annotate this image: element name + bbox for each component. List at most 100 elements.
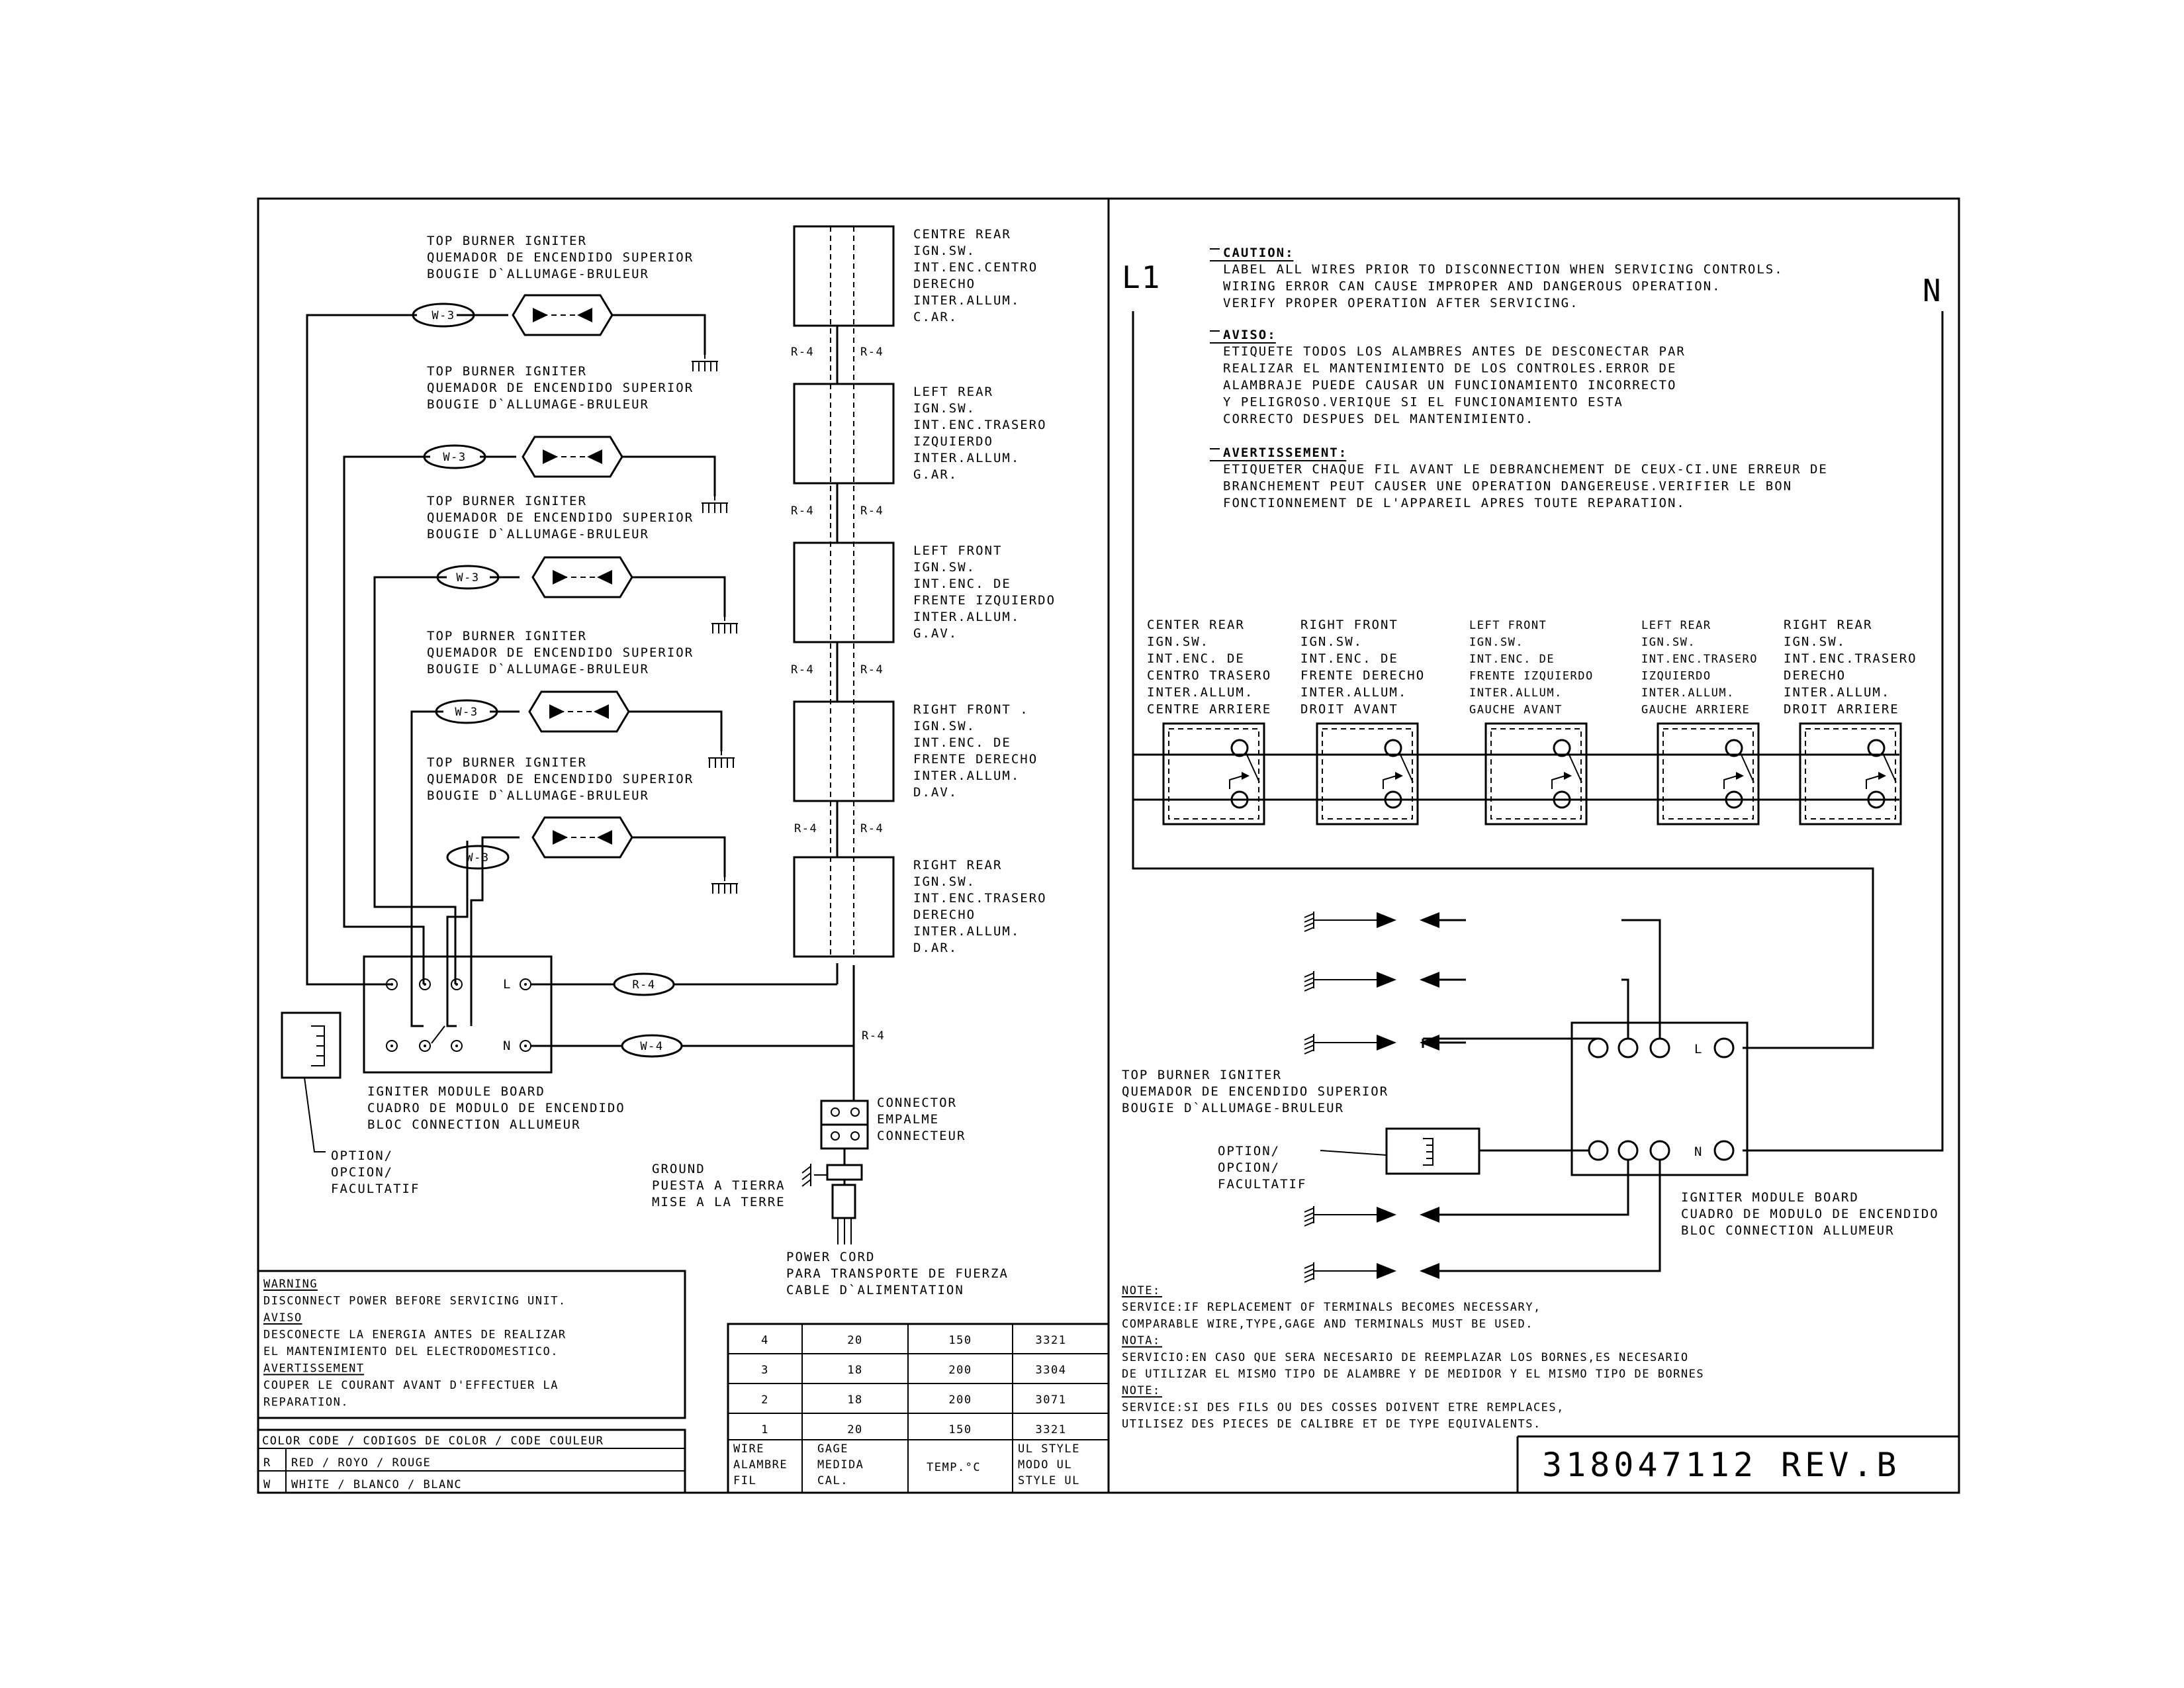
burner-label: TOP BURNER IGNITER xyxy=(427,755,587,770)
wire-table-header: GAGE xyxy=(817,1442,848,1456)
igniter-icon xyxy=(522,436,623,478)
right-switch-5: RIGHT REARIGN.SW.INT.ENC.TRASERODERECHOI… xyxy=(1784,618,1916,825)
right-igniter-label-line: TOP BURNER IGNITER xyxy=(1122,1068,1282,1082)
wire-table-cell: 200 xyxy=(948,1364,972,1377)
switch-label: D.AR. xyxy=(913,941,958,955)
right-switch-label: INTER.ALLUM. xyxy=(1469,686,1563,700)
wire-table-header: MEDIDA xyxy=(817,1458,864,1472)
right-switch-label: INT.ENC.TRASERO xyxy=(1641,653,1758,666)
wire-table-cell: 3304 xyxy=(1036,1364,1067,1377)
warning-line: REPARATION. xyxy=(263,1396,349,1409)
burner-label: BOUGIE D`ALLUMAGE-BRULEUR xyxy=(427,397,649,412)
warning-line: DESCONECTE LA ENERGIA ANTES DE REALIZAR xyxy=(263,1329,567,1342)
switch-label: INTER.ALLUM. xyxy=(913,451,1020,465)
option-label-line: FACULTATIF xyxy=(331,1182,420,1196)
right-switch-label: RIGHT FRONT xyxy=(1300,618,1398,632)
switch-label: INT.ENC.TRASERO xyxy=(913,418,1047,432)
right-switch-label: LEFT FRONT xyxy=(1469,619,1547,632)
color-code-r: R xyxy=(263,1456,271,1470)
wire-table-cell: 20 xyxy=(847,1423,862,1436)
document-number: 318047112 REV.B xyxy=(1542,1446,1901,1484)
right-switch-label: FRENTE IZQUIERDO xyxy=(1469,670,1594,683)
note-line: COMPARABLE WIRE,TYPE,GAGE AND TERMINALS … xyxy=(1122,1317,1533,1331)
warning-line: DISCONNECT POWER BEFORE SERVICING UNIT. xyxy=(263,1295,567,1308)
switch-label: DERECHO xyxy=(913,277,976,291)
wire-table-header: WIRE xyxy=(733,1442,764,1456)
right-igniter-5 xyxy=(1304,1262,1466,1283)
wire-table-header: ALAMBRE xyxy=(733,1458,788,1472)
note-line: SERVICE:IF REPLACEMENT OF TERMINALS BECO… xyxy=(1122,1301,1541,1314)
switch-label: IGN.SW. xyxy=(913,719,976,733)
left-burner-igniters: TOP BURNER IGNITER QUEMADOR DE ENCENDIDO … xyxy=(412,234,738,894)
burner-igniter-3: TOP BURNER IGNITER QUEMADOR DE ENCENDIDO … xyxy=(427,494,738,633)
switch-label: G.AV. xyxy=(913,626,958,641)
r4-label-lower: R-4 xyxy=(862,1029,885,1043)
right-switch-4: LEFT REARIGN.SW.INT.ENC.TRASEROIZQUIERDO… xyxy=(1641,619,1760,825)
right-switch-label: INTER.ALLUM. xyxy=(1641,686,1735,700)
right-switch-label: DROIT ARRIERE xyxy=(1784,702,1899,717)
right-switch-label: GAUCHE AVANT xyxy=(1469,704,1563,717)
right-switch-label: INT.ENC. DE xyxy=(1469,653,1555,666)
right-igniter-arrows xyxy=(1304,912,1466,1283)
option-label-line: OPTION/ xyxy=(331,1149,393,1163)
right-module-board: L N xyxy=(1422,919,1749,1272)
wire-table-cell: 150 xyxy=(948,1423,972,1436)
burner-label: BOUGIE D`ALLUMAGE-BRULEUR xyxy=(427,788,649,803)
wire-tag-r4-l xyxy=(613,972,675,996)
aviso-line: ETIQUETE TODOS LOS ALAMBRES ANTES DE DES… xyxy=(1223,344,1686,359)
warning-line: AVISO xyxy=(263,1311,302,1325)
ground-label-line: GROUND xyxy=(652,1162,705,1176)
right-switch-label: CENTRO TRASERO xyxy=(1147,669,1271,683)
right-igniter-label-line: BOUGIE D`ALLUMAGE-BRULEUR xyxy=(1122,1101,1344,1115)
r4-label-left: R-4 xyxy=(791,663,814,677)
switch-label: G.AR. xyxy=(913,467,958,482)
module-n-label: N xyxy=(503,1039,512,1053)
r4-label-right: R-4 xyxy=(860,822,884,835)
switch-box-5: RIGHT REARIGN.SW.INT.ENC.TRASERODERECHOI… xyxy=(793,856,1046,958)
right-switch-label: FRENTE DERECHO xyxy=(1300,669,1425,683)
right-switch-label: INTER.ALLUM. xyxy=(1147,685,1253,700)
wire-table-cell: 18 xyxy=(847,1393,862,1407)
wire-table-header: FIL xyxy=(733,1474,756,1487)
aviso-title: AVISO: xyxy=(1223,328,1277,342)
switch-label: IZQUIERDO xyxy=(913,434,993,449)
burner-label: BOUGIE D`ALLUMAGE-BRULEUR xyxy=(427,267,649,281)
color-code-w-name: WHITE / BLANCO / BLANC xyxy=(291,1478,462,1491)
warning-line: COUPER LE COURANT AVANT D'EFFECTUER LA xyxy=(263,1379,559,1392)
burner-label: TOP BURNER IGNITER xyxy=(427,494,587,508)
burner-label: TOP BURNER IGNITER xyxy=(427,629,587,643)
aviso-line: Y PELIGROSO.VERIQUE SI EL FUNCIONAMIENTO… xyxy=(1223,395,1623,410)
right-switch-label: INTER.ALLUM. xyxy=(1300,685,1407,700)
module-label-line: BLOC CONNECTION ALLUMEUR xyxy=(367,1117,581,1132)
burner-label: TOP BURNER IGNITER xyxy=(427,364,587,379)
wire-table-cell: 200 xyxy=(948,1393,972,1407)
wire-tag-w4-text: W-4 xyxy=(640,1040,663,1053)
switch-label: FRENTE IZQUIERDO xyxy=(913,593,1056,608)
cord-label-line: POWER CORD xyxy=(786,1250,875,1264)
wire-table-header: STYLE UL xyxy=(1018,1474,1080,1487)
right-switch-label: IZQUIERDO xyxy=(1641,670,1711,683)
burner-label: QUEMADOR DE ENCENDIDO SUPERIOR xyxy=(427,250,694,265)
switch-label: INTER.ALLUM. xyxy=(913,610,1020,624)
note-line: DE UTILIZAR EL MISMO TIPO DE ALAMBRE Y D… xyxy=(1122,1368,1704,1381)
right-option-label-line: OPCION/ xyxy=(1218,1160,1280,1175)
cord-label-line: CABLE D`ALIMENTATION xyxy=(786,1283,964,1297)
burner-label: QUEMADOR DE ENCENDIDO SUPERIOR xyxy=(427,510,694,525)
wire-table-cell: 2 xyxy=(761,1393,769,1407)
wire-table-cell: 3321 xyxy=(1036,1334,1067,1347)
igniter-icon xyxy=(512,294,614,336)
wire-table-header: UL STYLE xyxy=(1018,1442,1080,1456)
igniter-module-board: L N xyxy=(363,955,553,1074)
